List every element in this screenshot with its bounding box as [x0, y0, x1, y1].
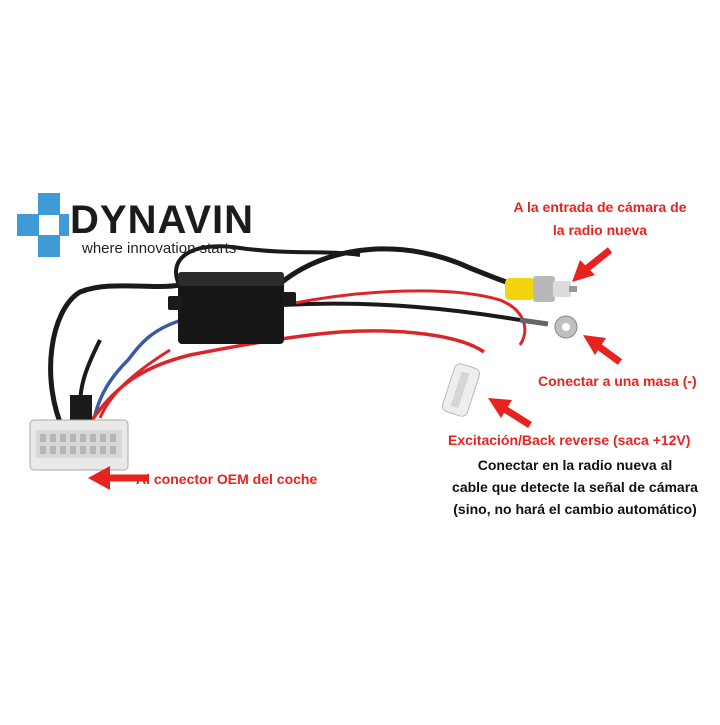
red-wire-loop: [289, 289, 527, 346]
arrow-camera: [572, 247, 613, 282]
black-wire-camera: [274, 246, 521, 289]
oem-connector-label: Al conector OEM del coche: [136, 471, 318, 487]
brand-tagline: where innovation starts: [82, 240, 237, 257]
reverse-notes: Conectar en la radio nueva al cable que …: [430, 454, 720, 520]
rca-camera-connector: [505, 276, 577, 302]
reverse-blade-terminal: [441, 363, 481, 417]
brand-name: DYNAVIN: [70, 198, 255, 242]
camera-input-line-2: la radio nueva: [552, 222, 648, 238]
reverse-note-line-3: (sino, no hará el cambio automático): [453, 501, 697, 517]
camera-input-line-1: A la entrada de cámara de: [513, 199, 687, 215]
red-wire-oem: [98, 348, 171, 419]
black-wire-loop: [174, 244, 361, 297]
ground-label: Conectar a una masa (-): [538, 373, 697, 389]
black-wire-left: [48, 282, 181, 434]
dynavin-logo-mark: [17, 193, 69, 257]
arrow-reverse: [488, 398, 532, 428]
arrow-ground: [583, 335, 623, 365]
reverse-note-line-1: Conectar en la radio nueva al: [477, 457, 673, 473]
black-wire-ground: [281, 301, 521, 322]
red-wire-reverse: [90, 329, 486, 422]
reverse-title-label: Excitación/Back reverse (saca +12V): [448, 432, 691, 448]
filter-module-box: [168, 272, 296, 344]
arrow-oem: [88, 466, 148, 490]
ground-ring-terminal: [519, 315, 578, 339]
camera-input-label: A la entrada de cámara de la radio nueva: [485, 196, 715, 242]
annotation-arrows: [88, 247, 623, 490]
reverse-note-line-2: cable que detecte la señal de cámara: [452, 479, 698, 495]
oem-connector-plug: [29, 395, 129, 471]
blue-wire: [93, 318, 183, 416]
